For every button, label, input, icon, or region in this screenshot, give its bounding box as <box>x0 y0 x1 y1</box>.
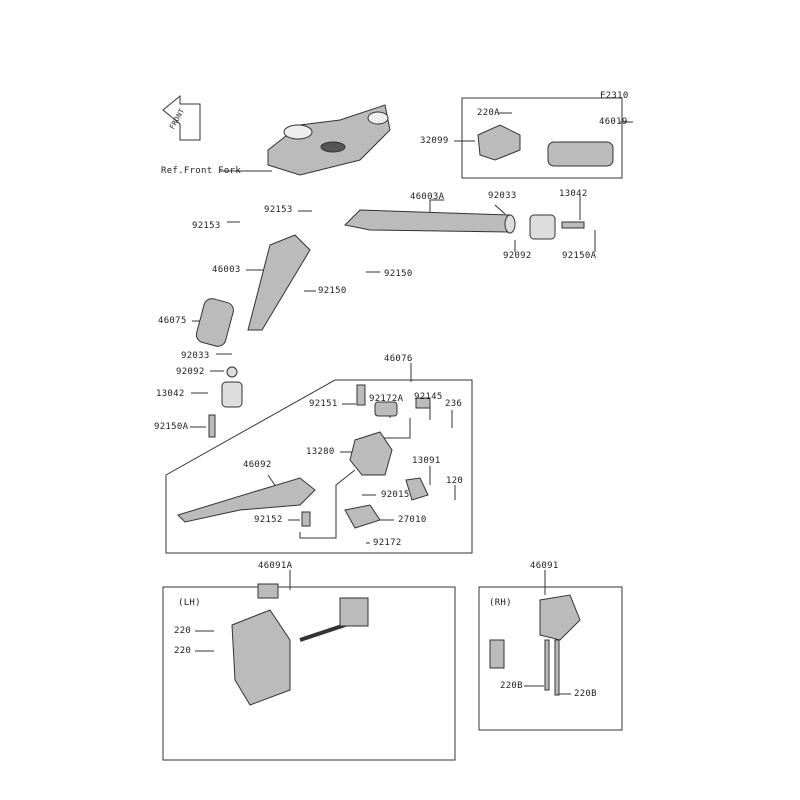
front-arrow-icon <box>162 94 201 141</box>
part-label[interactable]: 46092 <box>243 460 272 470</box>
grip-group-box <box>461 97 623 179</box>
rh-switch-box <box>478 586 623 731</box>
part-label[interactable]: 92153 <box>264 205 293 215</box>
throttle-housing <box>477 124 521 161</box>
grip-lh <box>195 298 234 347</box>
part-label[interactable]: 92015 <box>381 490 410 500</box>
rh-switch-housing <box>539 594 581 641</box>
lever-group-box <box>165 379 473 554</box>
part-label[interactable]: 13280 <box>306 447 335 457</box>
lh-switch-housing <box>231 609 291 706</box>
part-label[interactable]: 220 <box>174 646 192 656</box>
part-label[interactable]: 46091 <box>530 561 559 571</box>
part-label[interactable]: 27010 <box>398 515 427 525</box>
part-label[interactable]: 92153 <box>192 221 221 231</box>
part-label[interactable]: 92033 <box>488 191 517 201</box>
part-label[interactable]: 92145 <box>414 392 443 402</box>
part-label[interactable]: 13091 <box>412 456 441 466</box>
part-label[interactable]: 92172 <box>373 538 402 548</box>
part-label[interactable]: Ref.Front Fork <box>161 166 242 176</box>
part-label[interactable]: 13042 <box>156 389 185 399</box>
lever-holder <box>349 431 393 476</box>
right-handlebar <box>343 209 511 233</box>
part-label[interactable]: 32099 <box>420 136 449 146</box>
part-label[interactable]: 92150A <box>154 422 189 432</box>
part-label[interactable]: 92151 <box>309 399 338 409</box>
part-label[interactable]: 46091A <box>258 561 293 571</box>
switch <box>344 504 381 529</box>
part-label[interactable]: 220B <box>574 689 597 699</box>
lh-switch-box <box>162 586 456 761</box>
section-lh: (LH) <box>178 598 201 608</box>
part-label[interactable]: 92092 <box>503 251 532 261</box>
part-label[interactable]: 46019 <box>599 117 628 127</box>
left-handlebar <box>247 234 311 331</box>
diagram-code: F2310 <box>600 91 629 101</box>
part-label[interactable]: 220 <box>174 626 192 636</box>
clutch-lever <box>177 477 316 523</box>
part-label[interactable]: 46075 <box>158 316 187 326</box>
part-label[interactable]: 46076 <box>384 354 413 364</box>
part-label[interactable]: 92150 <box>318 286 347 296</box>
part-label[interactable]: 92152 <box>254 515 283 525</box>
part-label[interactable]: 92033 <box>181 351 210 361</box>
part-label[interactable]: 236 <box>445 399 463 409</box>
part-label[interactable]: 92172A <box>369 394 404 404</box>
part-label[interactable]: 46003 <box>212 265 241 275</box>
grip-rh <box>547 141 614 167</box>
part-label[interactable]: 220A <box>477 108 500 118</box>
bar-end-weight <box>529 214 556 240</box>
part-label[interactable]: 120 <box>446 476 464 486</box>
part-label[interactable]: 13042 <box>559 189 588 199</box>
part-label[interactable]: 92150 <box>384 269 413 279</box>
section-rh: (RH) <box>489 598 512 608</box>
part-label[interactable]: 46003A <box>410 192 445 202</box>
triple-clamp <box>267 104 391 176</box>
part-label[interactable]: 220B <box>500 681 523 691</box>
part-label[interactable]: 92092 <box>176 367 205 377</box>
bolt <box>561 221 585 229</box>
part-label[interactable]: 92150A <box>562 251 597 261</box>
